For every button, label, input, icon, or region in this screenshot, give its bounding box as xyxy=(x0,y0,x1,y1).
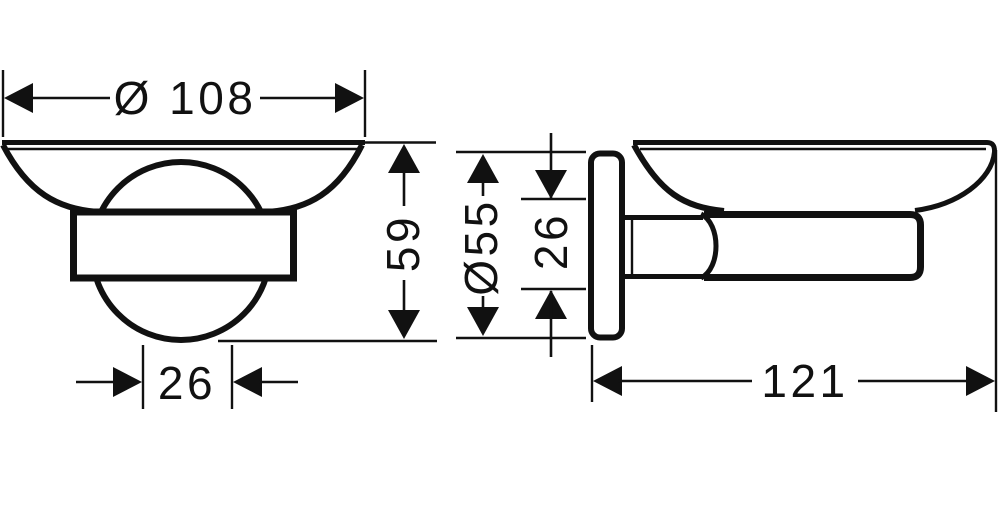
dim-dish-diameter: Ø 108 xyxy=(1,70,367,137)
arrowhead-up-icon xyxy=(467,154,499,183)
side-holder-bar xyxy=(704,211,924,281)
arrowhead-right-icon xyxy=(113,367,142,397)
arrowhead-down-icon xyxy=(388,310,420,339)
arrowhead-left-icon xyxy=(593,366,622,396)
dim-label-holder-height: 26 xyxy=(525,212,577,270)
arrowhead-left-icon xyxy=(4,83,33,113)
side-dish-bowl-left-edge xyxy=(631,143,725,214)
dim-overall-height: 59 xyxy=(218,141,437,343)
arrowhead-down-icon xyxy=(535,170,567,199)
arrowhead-left-icon xyxy=(233,367,262,397)
side-wall-plate xyxy=(588,150,625,341)
arrowhead-right-icon xyxy=(966,366,995,396)
side-dish-rim-and-right-edge xyxy=(633,140,998,213)
dim-label-bracket-width: 26 xyxy=(158,357,216,409)
arrowhead-up-icon xyxy=(388,144,420,173)
dim-holder-height: 26 xyxy=(521,133,586,357)
dim-bracket-width: 26 xyxy=(76,345,298,409)
arrowhead-right-icon xyxy=(335,83,364,113)
dim-label-plate-diameter: Ø55 xyxy=(455,198,507,295)
front-view xyxy=(0,140,365,343)
dim-label-overall-depth: 121 xyxy=(761,355,848,407)
side-arm-cone-arc xyxy=(699,211,719,281)
side-view xyxy=(588,140,998,341)
dim-label-dish-diameter: Ø 108 xyxy=(114,72,257,124)
front-holder-bracket xyxy=(70,208,297,282)
dim-overall-depth: 121 xyxy=(590,150,998,412)
dim-plate-diameter: Ø55 xyxy=(455,150,586,340)
dim-label-overall-height: 59 xyxy=(377,214,429,272)
arrowhead-down-icon xyxy=(467,307,499,336)
